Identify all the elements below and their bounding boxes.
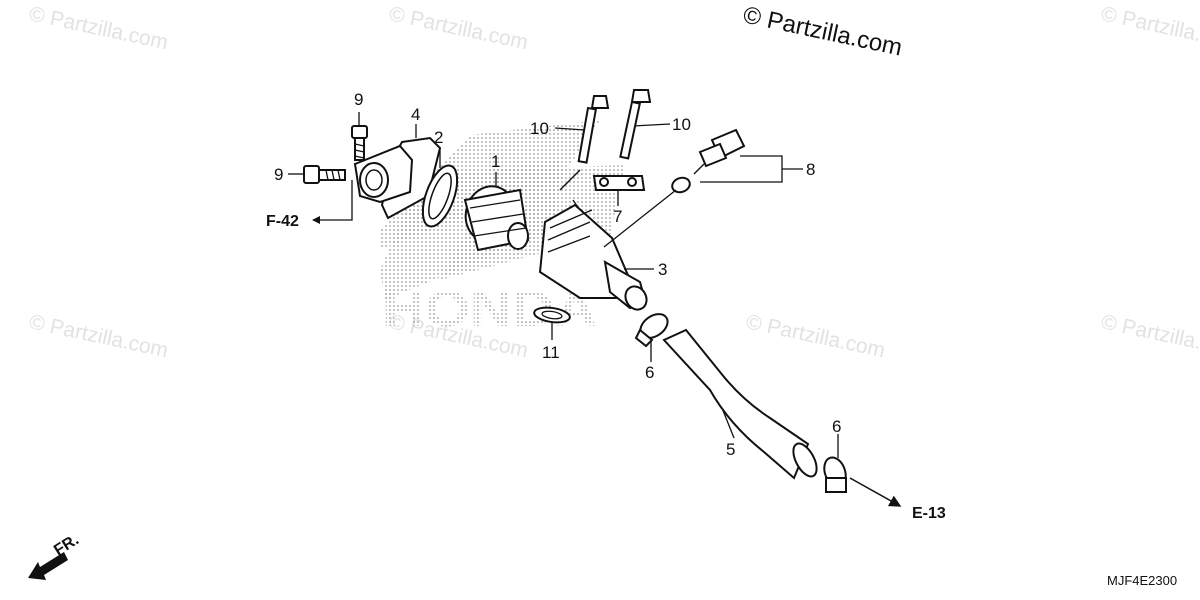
label-part-9-upper: 9 [354,90,363,109]
label-part-6-upper: 6 [645,363,654,382]
bolt-lower [288,165,346,184]
reference-right: E-13 [912,505,946,522]
bolt-left [554,95,610,226]
label-part-2: 2 [434,128,443,147]
watermark-tile: © Partzilla.com [27,2,170,54]
label-part-6-lower: 6 [832,417,841,436]
o-ring [533,306,571,340]
diagram-code: MJF4E2300 [1107,573,1177,588]
label-part-4: 4 [411,105,420,124]
stay [592,175,646,206]
label-part-10-right: 10 [672,115,691,134]
front-indicator-label: FR. [51,531,82,559]
watermark-main: © Partzilla.com [741,1,905,61]
hose-clamp-upper [634,313,669,362]
water-hose [662,328,818,480]
watermark-tile: © Partzilla.com [744,310,887,362]
watermark-tile: © Partzilla.com [387,2,530,54]
thermostat-housing [538,203,654,311]
watermark-tile: © Partzilla.com [1099,310,1200,362]
label-part-10-left: 10 [530,119,549,138]
label-part-7: 7 [613,207,622,226]
thermostat-cover [353,124,442,220]
bolt-upper [351,112,368,161]
temp-sensor [603,128,803,248]
front-indicator: FR. [28,531,82,580]
reference-left: F-42 [266,213,299,230]
hose-clamp-lower [823,434,902,507]
watermark-tile: © Partzilla.com [1099,2,1200,54]
honda-logo-letters: HONDA [382,281,597,337]
label-part-11: 11 [542,343,560,362]
label-part-9-lower: 9 [274,165,283,184]
label-part-3: 3 [658,260,667,279]
bolt-right [619,89,671,160]
reference-f42 [312,180,353,224]
gasket [421,148,459,228]
watermark-tile: © Partzilla.com [27,310,170,362]
label-part-8: 8 [806,160,815,179]
label-part-5: 5 [726,440,735,459]
label-part-1: 1 [491,152,500,171]
thermostat [463,172,530,252]
